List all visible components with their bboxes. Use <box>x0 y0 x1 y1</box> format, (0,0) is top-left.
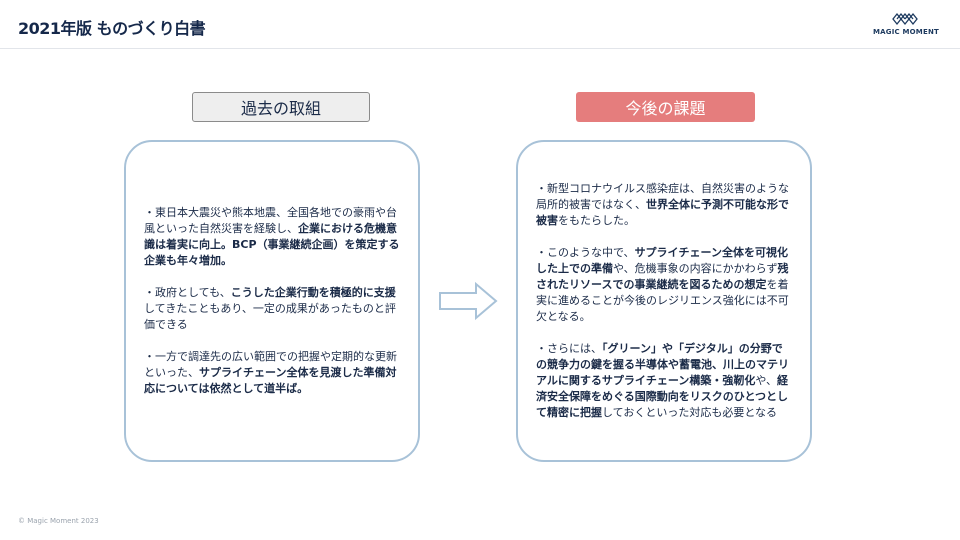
page-title: 2021年版 ものづくり白書 <box>18 19 206 38</box>
future-issues-label: 今後の課題 <box>576 92 755 122</box>
future-issues-card: ・新型コロナウイルス感染症は、自然災害のような局所的被害ではなく、世界全体に予測… <box>516 140 812 462</box>
past-paragraph-1: ・東日本大震災や熊本地震、全国各地での豪雨や台風といった自然災害を経験し、企業に… <box>144 206 400 267</box>
logo-mark-icon <box>892 12 918 26</box>
past-paragraph-3: ・一方で調達先の広い範囲での把握や定期的な更新といった、サプライチェーン全体を見… <box>144 350 397 395</box>
future-paragraph-3: ・さらには、「グリーン」や「デジタル」の分野での競争力の鍵を握る半導体や蓄電池、… <box>536 342 789 419</box>
future-paragraph-2: ・このような中で、サプライチェーン全体を可視化した上での準備や、危機事象の内容に… <box>536 246 789 323</box>
past-efforts-card: ・東日本大震災や熊本地震、全国各地での豪雨や台風といった自然災害を経験し、企業に… <box>124 140 420 462</box>
logo-text: MAGIC MOMENT <box>872 28 939 36</box>
right-arrow-icon <box>439 281 498 321</box>
copyright-notice: © Magic Moment 2023 <box>18 517 99 525</box>
future-paragraph-1: ・新型コロナウイルス感染症は、自然災害のような局所的被害ではなく、世界全体に予測… <box>536 182 789 227</box>
header-bar: 2021年版 ものづくり白書 MAGIC MOMENT <box>0 0 960 49</box>
logo: MAGIC MOMENT <box>866 12 946 40</box>
past-paragraph-2: ・政府としても、こうした企業行動を積極的に支援してきたこともあり、一定の成果があ… <box>144 286 396 331</box>
past-efforts-label: 過去の取組 <box>192 92 370 122</box>
